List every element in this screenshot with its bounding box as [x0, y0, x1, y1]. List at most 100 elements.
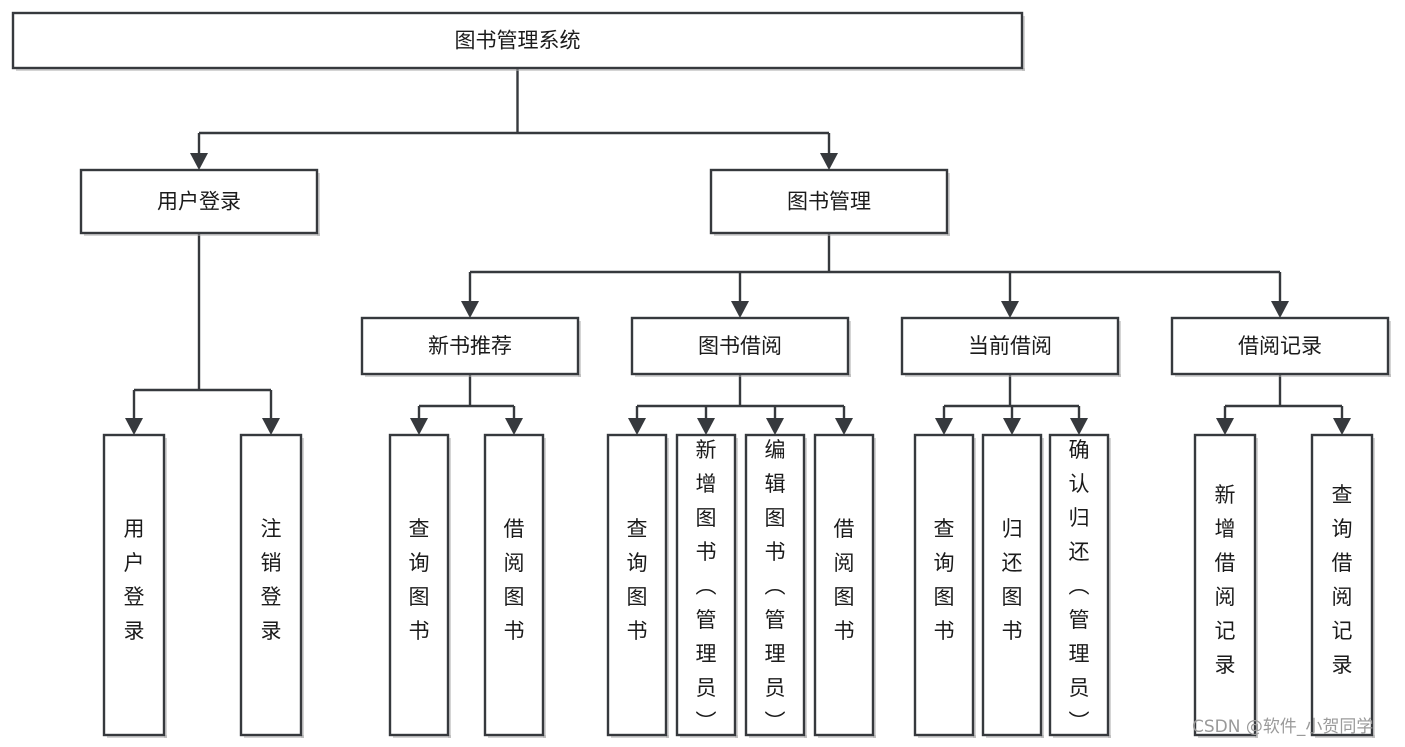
node-label: 借阅记录 [1238, 334, 1322, 358]
arrow-head-icon [835, 418, 853, 435]
node-shadow [1041, 438, 1044, 738]
node-shadow [947, 173, 950, 236]
node-label: 归还图书 [1002, 517, 1023, 643]
node-box[interactable] [630, 316, 850, 376]
node-shadow [578, 321, 581, 377]
node-leaf-add-book[interactable]: 新增图书︵管理员︶ [675, 433, 738, 738]
connector-group-borrow-record [1216, 374, 1351, 435]
arrow-head-icon [410, 418, 428, 435]
node-shadow [714, 233, 950, 236]
node-shadow [1372, 438, 1375, 738]
connector-group-user-login [125, 233, 280, 435]
node-leaf-return-book[interactable]: 归还图书 [981, 433, 1044, 738]
connector-group-book-borrow [628, 374, 853, 435]
node-shadow [393, 735, 451, 738]
node-shadow [749, 735, 807, 738]
node-borrow-record[interactable]: 借阅记录 [1170, 316, 1391, 377]
node-shadow [1022, 16, 1025, 71]
node-shadow [488, 735, 546, 738]
node-shadow [1388, 321, 1391, 377]
arrow-head-icon [935, 418, 953, 435]
arrow-head-icon [1001, 301, 1019, 318]
node-box[interactable] [102, 433, 166, 737]
connector-group-current-borrow [935, 374, 1088, 435]
node-shadow [301, 438, 304, 738]
node-leaf-query-book-3[interactable]: 查询图书 [913, 433, 976, 738]
arrow-head-icon [1003, 418, 1021, 435]
node-root[interactable]: 图书管理系统 [11, 11, 1025, 71]
node-leaf-query-record[interactable]: 查询借阅记录 [1310, 433, 1375, 738]
csdn-watermark: CSDN @软件_小贺同学 [1192, 717, 1373, 737]
node-box[interactable] [388, 433, 450, 737]
node-new-book-rec[interactable]: 新书推荐 [360, 316, 581, 377]
node-label: 借阅图书 [834, 517, 855, 643]
node-shadow [905, 374, 1121, 377]
node-shadow [973, 438, 976, 738]
node-label: 编辑图书︵管理员︶ [765, 438, 786, 734]
node-leaf-borrow-book-2[interactable]: 借阅图书 [813, 433, 876, 738]
node-box[interactable] [813, 433, 875, 737]
node-leaf-user-login[interactable]: 用户登录 [102, 433, 167, 738]
node-shadow [543, 438, 546, 738]
node-leaf-confirm-return[interactable]: 确认归还︵管理员︶ [1048, 433, 1111, 738]
node-shadow [1175, 374, 1391, 377]
node-box[interactable] [483, 433, 545, 737]
nodes-layer: 图书管理系统用户登录图书管理新书推荐图书借阅当前借阅借阅记录用户登录注销登录查询… [11, 11, 1391, 738]
node-label: 用户登录 [157, 190, 241, 214]
arrow-head-icon [262, 418, 280, 435]
node-box[interactable] [1048, 433, 1110, 737]
node-shadow [818, 735, 876, 738]
node-box[interactable] [1310, 433, 1374, 737]
node-shadow [1315, 735, 1375, 738]
node-leaf-add-record[interactable]: 新增借阅记录 [1193, 433, 1258, 738]
node-box[interactable] [981, 433, 1043, 737]
node-shadow [611, 735, 669, 738]
node-shadow [1118, 321, 1121, 377]
node-box[interactable] [606, 433, 668, 737]
node-label: 当前借阅 [968, 334, 1052, 358]
node-user-login[interactable]: 用户登录 [79, 168, 320, 236]
node-shadow [84, 233, 320, 236]
node-leaf-user-logout[interactable]: 注销登录 [239, 433, 304, 738]
node-label: 图书管理 [787, 190, 871, 214]
node-leaf-edit-book[interactable]: 编辑图书︵管理员︶ [744, 433, 807, 738]
node-leaf-borrow-book-1[interactable]: 借阅图书 [483, 433, 546, 738]
node-box[interactable] [79, 168, 319, 235]
node-box[interactable] [744, 433, 806, 737]
node-shadow [1108, 438, 1111, 738]
node-shadow [1053, 735, 1111, 738]
node-shadow [164, 438, 167, 738]
arrow-head-icon [820, 153, 838, 170]
arrow-head-icon [125, 418, 143, 435]
node-label: 确认归还︵管理员︶ [1069, 438, 1090, 734]
node-leaf-query-book-1[interactable]: 查询图书 [388, 433, 451, 738]
node-box[interactable] [11, 11, 1024, 70]
node-box[interactable] [1193, 433, 1257, 737]
node-box[interactable] [239, 433, 303, 737]
node-label: 注销登录 [261, 517, 282, 643]
node-label: 查询图书 [627, 517, 648, 643]
node-label: 新书推荐 [428, 334, 512, 358]
node-label: 查询借阅记录 [1332, 483, 1353, 677]
node-shadow [107, 735, 167, 738]
node-shadow [804, 438, 807, 738]
node-shadow [1198, 735, 1258, 738]
node-box[interactable] [360, 316, 580, 376]
node-leaf-query-book-2[interactable]: 查询图书 [606, 433, 669, 738]
node-label: 图书管理系统 [455, 29, 581, 53]
node-box[interactable] [913, 433, 975, 737]
node-shadow [448, 438, 451, 738]
node-book-borrow[interactable]: 图书借阅 [630, 316, 851, 377]
node-current-borrow[interactable]: 当前借阅 [900, 316, 1121, 377]
node-label: 查询图书 [934, 517, 955, 643]
node-box[interactable] [900, 316, 1120, 376]
node-book-manage[interactable]: 图书管理 [709, 168, 950, 236]
node-shadow [244, 735, 304, 738]
node-box[interactable] [709, 168, 949, 235]
node-shadow [986, 735, 1044, 738]
node-box[interactable] [675, 433, 737, 737]
node-box[interactable] [1170, 316, 1390, 376]
arrow-head-icon [766, 418, 784, 435]
